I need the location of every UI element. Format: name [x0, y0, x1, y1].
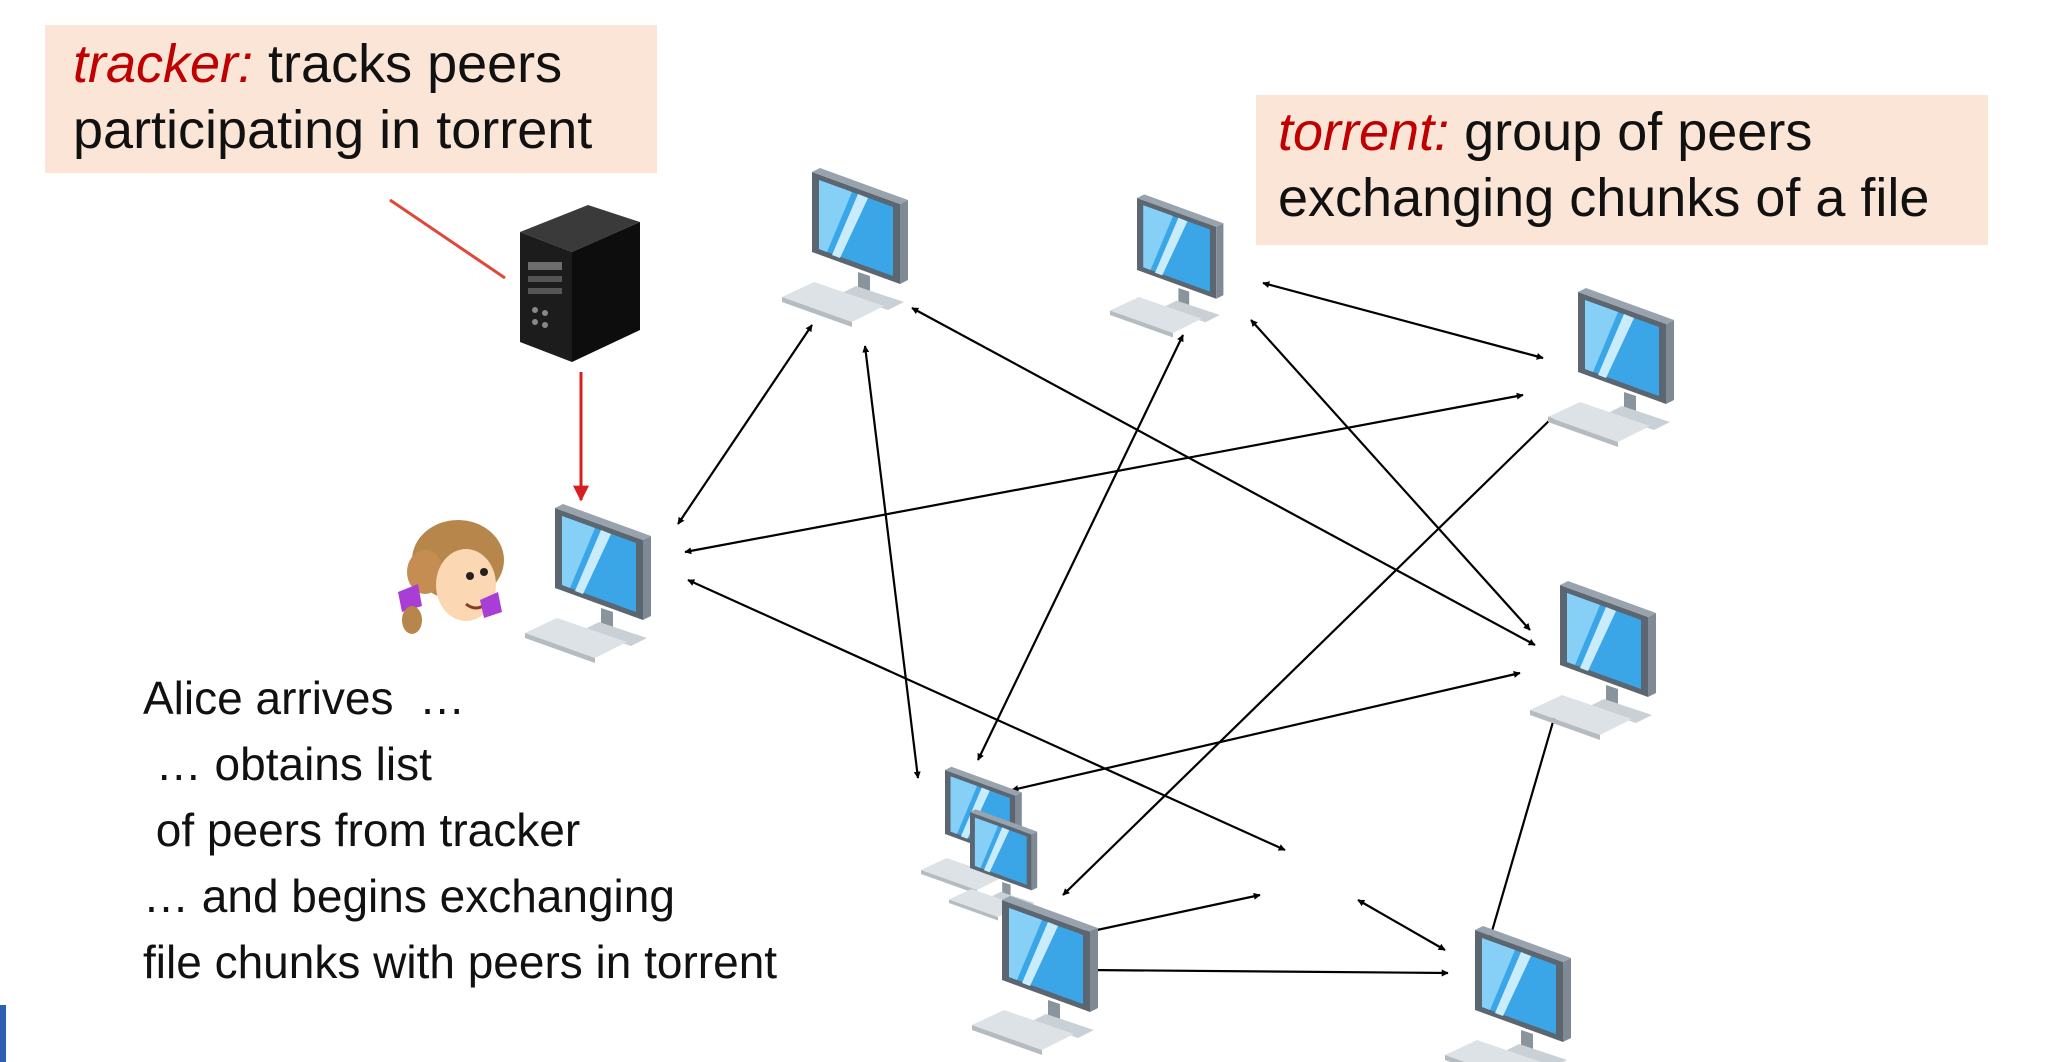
connection-arrow [1357, 899, 1446, 951]
peer-connections [677, 281, 1557, 977]
tracker-server-icon [520, 205, 640, 362]
connection-arrow [1262, 281, 1544, 360]
connection-arrow [1250, 319, 1531, 631]
torrent-definition-line2: exchanging chunks of a file [1278, 168, 1930, 228]
connection-arrow [1082, 892, 1261, 936]
alice-description: Alice arrives … … obtains list of peers … [143, 665, 777, 995]
slide-edge-marker [0, 1005, 6, 1062]
alice-line-1: Alice arrives … [143, 672, 466, 724]
connection-arrow [684, 392, 1524, 555]
connection-arrow [862, 345, 921, 779]
tracker-callout-connector [389, 198, 506, 280]
connection-arrow [1011, 671, 1521, 792]
tracker-definition-line2: participating in torrent [73, 100, 593, 160]
peer-computer-icon [1445, 926, 1571, 1062]
alice-line-2: … obtains list [143, 738, 432, 790]
peer-computer-icon [782, 168, 908, 327]
connection-arrow [1087, 966, 1449, 977]
alice-computer-icon [525, 504, 651, 663]
connection-arrow [677, 324, 813, 525]
peer-computer-icon [1548, 288, 1674, 447]
alice-line-4: … and begins exchanging [143, 870, 675, 922]
peer-computer-icon [1110, 194, 1224, 338]
connection-arrow [1488, 714, 1557, 939]
alice-line-3: of peers from tracker [143, 804, 581, 856]
tracker-callout: tracker: tracks peers participating in t… [45, 25, 657, 173]
alice-line-5: file chunks with peers in torrent [143, 936, 778, 988]
tracker-definition-line1: tracks peers [253, 34, 563, 94]
peer-computer-icon [972, 896, 1098, 1055]
torrent-callout: torrent: group of peers exchanging chunk… [1256, 95, 1988, 245]
peer-computer-icon [1530, 581, 1656, 740]
tracker-term: tracker: [73, 34, 254, 94]
connection-arrow [911, 307, 1536, 646]
torrent-term: torrent: [1278, 102, 1450, 162]
alice-avatar-icon [398, 520, 504, 634]
connection-arrow [1062, 414, 1556, 896]
torrent-definition-line1: group of peers [1449, 102, 1813, 162]
